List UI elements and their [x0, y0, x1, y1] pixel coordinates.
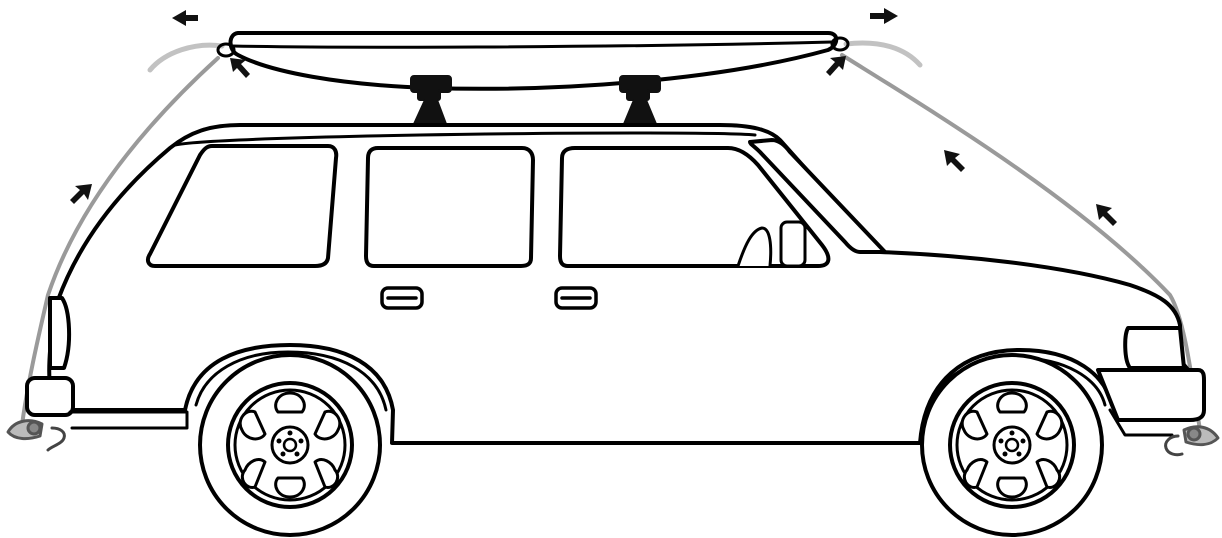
arrow-icon-top-left [172, 10, 198, 26]
arrow-icon-rear-strap [70, 184, 92, 204]
hook-rear [8, 421, 64, 450]
kayak [218, 33, 848, 89]
arrow-icon-front-strap-lower [1096, 204, 1117, 226]
wheel-front [922, 355, 1102, 535]
strap-tail-right [846, 43, 920, 65]
windows [148, 140, 885, 266]
arrow-icon-hook-right [826, 56, 846, 76]
front-bumper [1098, 370, 1204, 420]
hook-front [1166, 427, 1218, 455]
wheel-rear [200, 355, 380, 535]
taillight [50, 298, 69, 368]
roof-rack-tower-rear [411, 76, 451, 124]
side-mirror [781, 222, 805, 266]
window-middle [366, 148, 533, 266]
rear-bumper [27, 378, 73, 415]
arrow-icon-front-strap-upper [944, 150, 965, 172]
arrow-icon-top-right [870, 8, 898, 24]
roof-rack-tower-front [620, 76, 660, 124]
headlight [1125, 328, 1184, 368]
